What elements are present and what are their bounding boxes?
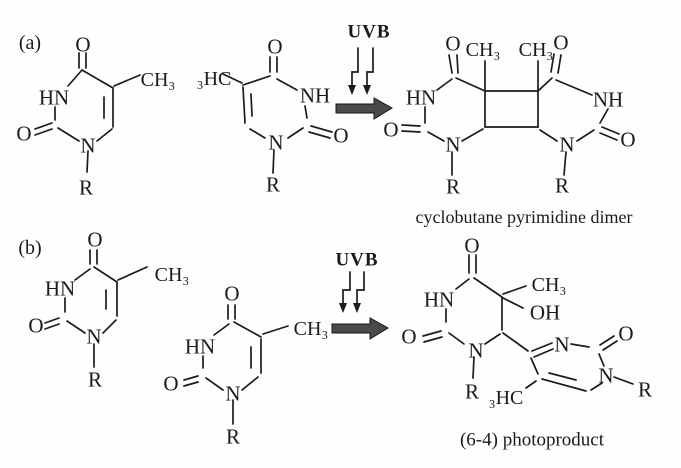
- p64-oxygen-left-label: O: [401, 324, 417, 349]
- a2-n1-label: N: [268, 130, 284, 155]
- a1-r-group-label: R: [78, 175, 94, 200]
- dimer-hn-left-label: HN: [405, 85, 437, 110]
- a1-oxygen-left-label: O: [16, 121, 32, 146]
- dimer-n-right-label: N: [559, 132, 575, 157]
- a2-oxygen-top-label: O: [267, 34, 283, 59]
- a2-nh-label: NH: [299, 83, 331, 108]
- uvb-arrow-b: [331, 271, 389, 340]
- a1-n1-label: N: [80, 133, 96, 158]
- b2-oxygen-left-label: O: [163, 371, 179, 396]
- dimer-caption: cyclobutane pyrimidine dimer: [415, 207, 633, 227]
- a2-oxygen-right-label: O: [333, 123, 349, 148]
- dimer-oxygen-topleft-label: O: [445, 31, 461, 56]
- photoproduct-caption: (6-4) photoproduct: [459, 429, 605, 451]
- b1-n1-label: N: [86, 324, 102, 349]
- a2-r-group-label: R: [265, 172, 281, 197]
- b1-hn-label: HN: [44, 276, 76, 301]
- thymine-a1-bonds: [34, 52, 141, 173]
- p64-methyl-bottom-label: ₃HC: [488, 387, 524, 409]
- dimer-n-left-label: N: [445, 132, 461, 157]
- dimer-oxygen-topright-label: O: [553, 30, 569, 55]
- uvb-label-a: UVB: [347, 21, 391, 43]
- b2-r-group-label: R: [225, 424, 241, 449]
- uvb-arrow-a: [335, 47, 393, 120]
- b1-r-group-label: R: [87, 367, 103, 392]
- b2-methyl-label: CH₃: [293, 318, 329, 340]
- p64-oxygen-right-label: O: [618, 321, 634, 346]
- b2-oxygen-top-label: O: [224, 281, 240, 306]
- thymine-b1-bonds: [44, 249, 148, 368]
- p64-n3-prime-label: N: [554, 332, 570, 357]
- dimer-methyl-right-label: CH₃: [518, 39, 554, 61]
- b1-methyl-label: CH₃: [154, 264, 190, 286]
- b2-n1-label: N: [225, 381, 241, 406]
- p64-n1-prime-label: N: [598, 363, 614, 388]
- dimer-oxygen-left-label: O: [383, 117, 399, 142]
- panel-b-label: (b): [18, 237, 42, 259]
- dimer-r-left-label: R: [445, 174, 461, 199]
- cpd-dimer-bonds: [401, 53, 620, 176]
- photoproduct-64-bonds: [422, 254, 634, 392]
- b1-oxygen-left-label: O: [28, 313, 44, 338]
- p64-hydroxyl-label: OH: [529, 300, 561, 325]
- b1-oxygen-top-label: O: [87, 227, 103, 252]
- a1-hn-label: HN: [38, 85, 70, 110]
- dimer-methyl-left-label: CH₃: [465, 39, 501, 61]
- b2-hn-label: HN: [184, 334, 216, 359]
- a1-oxygen-top-label: O: [75, 32, 91, 57]
- dimer-nh-right-label: NH: [592, 87, 624, 112]
- dimer-r-right-label: R: [554, 173, 570, 198]
- dimer-oxygen-right-label: O: [620, 127, 636, 152]
- p64-methyl-top-label: CH₃: [531, 274, 567, 296]
- p64-hn-label: HN: [423, 287, 455, 312]
- p64-oxygen-top-label: O: [464, 233, 480, 258]
- uvb-label-b: UVB: [335, 249, 379, 271]
- p64-r-left-label: R: [464, 379, 480, 404]
- a1-methyl-label: CH₃: [140, 69, 176, 91]
- p64-r-right-label: R: [637, 377, 653, 402]
- p64-n1-label: N: [468, 338, 484, 363]
- thymine-a2-bonds: [222, 56, 333, 174]
- panel-a-label: (a): [18, 32, 42, 54]
- a2-methyl-label: ₃HC: [196, 68, 232, 90]
- thymine-b2-bonds: [183, 304, 289, 425]
